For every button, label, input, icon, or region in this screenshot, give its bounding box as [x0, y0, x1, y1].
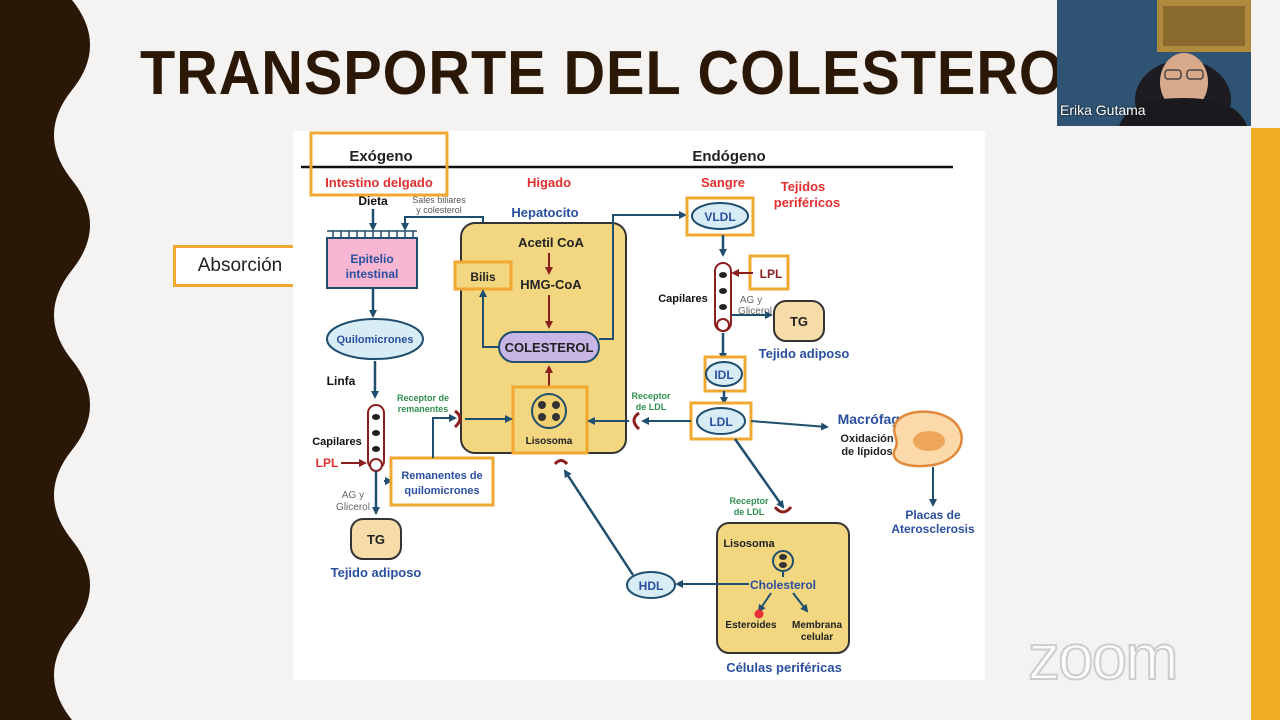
- acetyl-coa-label: Acetil CoA: [518, 235, 584, 250]
- chylomicrons-node: [326, 318, 424, 360]
- ldl-receptor-1-label-b: de LDL: [636, 402, 667, 412]
- peripheral-cells-label: Células periféricas: [726, 660, 842, 675]
- tg-right-node: [773, 300, 825, 342]
- exogenous-highlight: [309, 131, 449, 197]
- lysosome-node: [531, 393, 567, 429]
- ag-glycerol-right-1: AG y: [740, 295, 762, 306]
- bile-salts-label-1: Sales biliares: [412, 195, 466, 205]
- ldl-receptor-peripheral: [773, 506, 793, 514]
- peripheral-tissues-label-1: Tejidos: [781, 179, 826, 194]
- participant-shoulders: [1119, 98, 1247, 126]
- remnant-receptor-label-1: Receptor de: [397, 393, 449, 403]
- lpl-left-label: LPL: [316, 456, 339, 470]
- peripheral-lysosome: [772, 550, 794, 572]
- chylomicrons-label: Quilomicrones: [336, 334, 413, 346]
- ldl-to-macrophage-arrow: [750, 420, 829, 431]
- bile-salts-label-2: y colesterol: [416, 205, 462, 215]
- pointer-dot: [754, 609, 764, 619]
- cholesterol-label: COLESTEROL: [505, 340, 594, 355]
- capillaries-left-label: Capilares: [312, 436, 362, 448]
- hepatocyte-label: Hepatocito: [511, 205, 578, 220]
- ldl-receptor-2-label-b: de LDL: [734, 507, 765, 517]
- lipid-oxidation-label-1: Oxidación: [840, 433, 893, 445]
- left-capillary-cells: [372, 414, 380, 452]
- participant-name: Erika Gutama: [1060, 102, 1146, 118]
- diet-label: Dieta: [358, 194, 388, 208]
- glasses-icon: [1164, 69, 1182, 80]
- cholesterol-node: [498, 331, 600, 363]
- bile-highlight: [453, 260, 513, 291]
- ldl-receptor-1-label-a: Receptor: [631, 391, 671, 401]
- adipose-right-label: Tejido adiposo: [759, 346, 850, 361]
- hdl-node: [626, 571, 676, 599]
- peripheral-cell: [716, 522, 850, 654]
- remnants-label-1: Remanentes de: [401, 470, 482, 482]
- lysosome-particles: [538, 401, 560, 421]
- macrophage-nucleus: [913, 431, 945, 451]
- membrane-label-1: Membrana: [792, 620, 842, 631]
- intestine-label: Intestino delgado: [325, 175, 433, 190]
- hmg-coa-label: HMG-CoA: [520, 277, 582, 292]
- lipid-oxidation-label-2: de lípidos: [841, 446, 892, 458]
- lysosome-cell-label: Lisosoma: [723, 538, 775, 550]
- ldl-label: LDL: [709, 415, 732, 429]
- tg-right-label: TG: [790, 314, 808, 329]
- plaques-label-2: Aterosclerosis: [891, 522, 975, 536]
- participant-video-tile[interactable]: [1057, 0, 1251, 126]
- exogenous-heading: Exógeno: [349, 148, 412, 165]
- tg-left-node: [350, 518, 402, 560]
- steroids-label: Esteroides: [725, 620, 777, 631]
- epithelium-label-2: intestinal: [346, 267, 399, 281]
- zoom-watermark: zoom: [1027, 620, 1179, 694]
- participant-video-frame: [1057, 0, 1251, 126]
- blood-label: Sangre: [701, 175, 745, 190]
- endogenous-heading: Endógeno: [692, 148, 765, 165]
- cholesterol-to-vldl-arrow: [599, 211, 687, 340]
- epithelium-label-1: Epitelio: [350, 252, 393, 266]
- liver-label: Higado: [527, 175, 571, 190]
- slide-title: TRANSPORTE DEL COLESTEROL: [140, 39, 1101, 108]
- intestinal-epithelium-box: [326, 237, 418, 289]
- participant-face: [1160, 53, 1208, 111]
- hdl-to-liver-arrow: [563, 469, 635, 576]
- epithelium-microvilli: [327, 230, 417, 238]
- ag-glycerol-left-1: AG y: [342, 490, 364, 501]
- ag-glycerol-right-2: Glicerol: [738, 306, 772, 317]
- right-capillary-cells: [719, 272, 727, 310]
- lysosome-label: Lisosoma: [526, 436, 573, 447]
- vldl-label: VLDL: [704, 210, 735, 224]
- idl-label: IDL: [714, 368, 733, 382]
- ldl-to-cells-arrow: [733, 438, 785, 509]
- bile-label: Bilis: [470, 270, 496, 284]
- ldl-receptor-liver: [632, 411, 641, 431]
- remnants-label-2: quilomicrones: [404, 485, 479, 497]
- plaques-label-1: Placas de: [905, 508, 961, 522]
- tg-left-label: TG: [367, 532, 385, 547]
- membrane-label-2: celular: [801, 632, 833, 643]
- remnants-highlight: [389, 456, 495, 507]
- ldl-receptor-2-label-a: Receptor: [729, 496, 769, 506]
- ag-glycerol-left-2: Glicerol: [336, 502, 370, 513]
- accent-bar: [1251, 128, 1280, 720]
- adipose-left-label: Tejido adiposo: [331, 565, 422, 580]
- hdl-receptor-liver: [553, 459, 569, 466]
- peripheral-tissues-label-2: periféricos: [774, 195, 840, 210]
- lymph-label: Linfa: [327, 374, 356, 388]
- ldl-node: [696, 407, 746, 435]
- macrophage-label: Macrófago: [838, 411, 909, 427]
- absorption-callout: Absorción: [173, 245, 307, 287]
- wavy-left-band: [0, 0, 90, 720]
- idl-node: [705, 361, 743, 387]
- remnant-receptor-label-2: remanentes: [398, 404, 449, 414]
- cholesterol-transport-diagram: Exógeno Endógeno Intestino delgado Higad…: [293, 131, 985, 680]
- capillaries-right-label: Capilares: [658, 293, 708, 305]
- remnants-to-receptor-arrow: [432, 414, 457, 458]
- cholesterol-cell-label: Cholesterol: [750, 578, 816, 592]
- remnant-receptor: [453, 409, 462, 429]
- vldl-node: [691, 202, 749, 230]
- hdl-label: HDL: [639, 579, 664, 593]
- lpl-right-label: LPL: [760, 267, 783, 281]
